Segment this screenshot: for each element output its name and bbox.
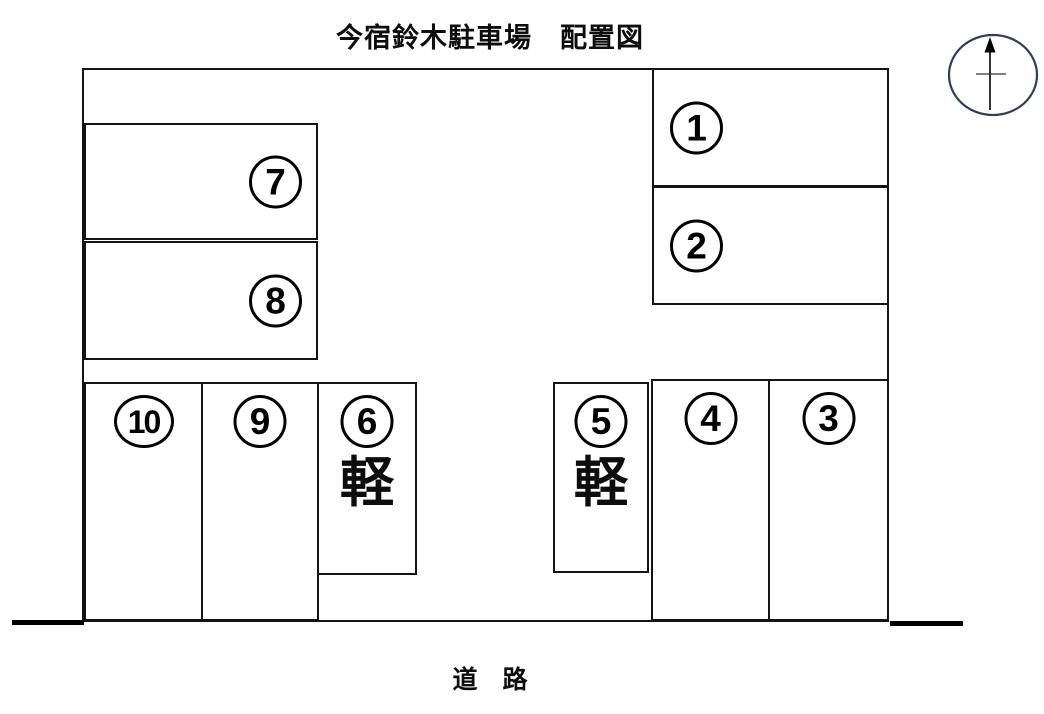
parking-space-6-kei: 6 軽 bbox=[317, 382, 417, 575]
road-edge-line-right bbox=[890, 621, 963, 626]
parking-space-1: 1 bbox=[652, 68, 889, 187]
road-edge-line-left bbox=[12, 620, 84, 625]
kei-car-label: 軽 bbox=[340, 453, 394, 513]
parking-space-7: 7 bbox=[84, 123, 318, 240]
kei-car-label: 軽 bbox=[574, 453, 628, 513]
lot-boundary bbox=[82, 68, 889, 622]
space-number-badge: 7 bbox=[249, 155, 302, 208]
space-number-badge: 1 bbox=[670, 101, 723, 154]
page-title: 今宿鈴木駐車場 配置図 bbox=[336, 23, 644, 53]
space-number-badge: 4 bbox=[684, 392, 737, 445]
space-number-badge: 6 bbox=[340, 395, 394, 448]
space-number-badge: 8 bbox=[249, 274, 302, 327]
parking-space-3: 3 bbox=[768, 379, 889, 621]
road-label: 道 路 bbox=[452, 666, 528, 694]
north-compass-icon bbox=[947, 33, 1039, 117]
parking-space-9: 9 bbox=[201, 382, 319, 621]
parking-space-4: 4 bbox=[651, 379, 770, 621]
parking-space-5-kei: 5 軽 bbox=[553, 382, 649, 573]
parking-space-10: 10 bbox=[84, 382, 203, 621]
space-number-badge: 10 bbox=[113, 395, 174, 448]
space-number-badge: 5 bbox=[574, 395, 628, 448]
space-number-badge: 2 bbox=[670, 219, 723, 272]
space-number-badge: 9 bbox=[233, 395, 287, 448]
space-number-badge: 3 bbox=[802, 392, 855, 445]
parking-space-2: 2 bbox=[652, 186, 889, 305]
parking-space-8: 8 bbox=[84, 241, 318, 360]
